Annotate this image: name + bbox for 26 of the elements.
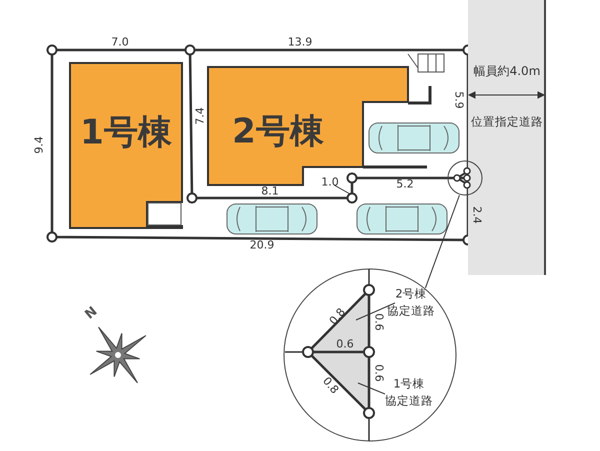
road-type-text: 位置指定道路 (471, 115, 543, 129)
dimension-text: 9.4 (34, 136, 46, 154)
leader-line (424, 194, 460, 288)
north-label: N (83, 304, 101, 324)
callout-text: 協定道路 (387, 304, 435, 318)
building-label: 2号棟 (232, 112, 324, 152)
dimension-text: 13.9 (288, 36, 312, 50)
callout-text: 1号棟 (393, 377, 425, 391)
dimension-text: 5.2 (396, 178, 414, 192)
dimension-text: 8.1 (261, 186, 279, 198)
dimension-text: 5.9 (452, 91, 464, 109)
dimension-text: 0.6 (372, 364, 384, 382)
dimension-text: 1.0 (321, 176, 339, 190)
leader-line (356, 302, 396, 320)
dimension-text: 0.6 (336, 338, 354, 352)
dimension-text: 7.0 (111, 36, 129, 50)
dimension-text: 2.4 (470, 206, 482, 224)
dimension-text: 0.6 (372, 313, 384, 331)
building-label: 1号棟 (80, 113, 172, 153)
leader-line (358, 382, 386, 394)
dimension-text: 0.8 (320, 375, 340, 397)
dimension-text: 20.9 (250, 240, 274, 252)
callout-text: 2号棟 (395, 287, 427, 301)
dimension-text: 7.4 (194, 107, 208, 125)
road-width-text: 幅員約4.0m (474, 65, 540, 79)
callout-text: 協定道路 (385, 394, 433, 408)
